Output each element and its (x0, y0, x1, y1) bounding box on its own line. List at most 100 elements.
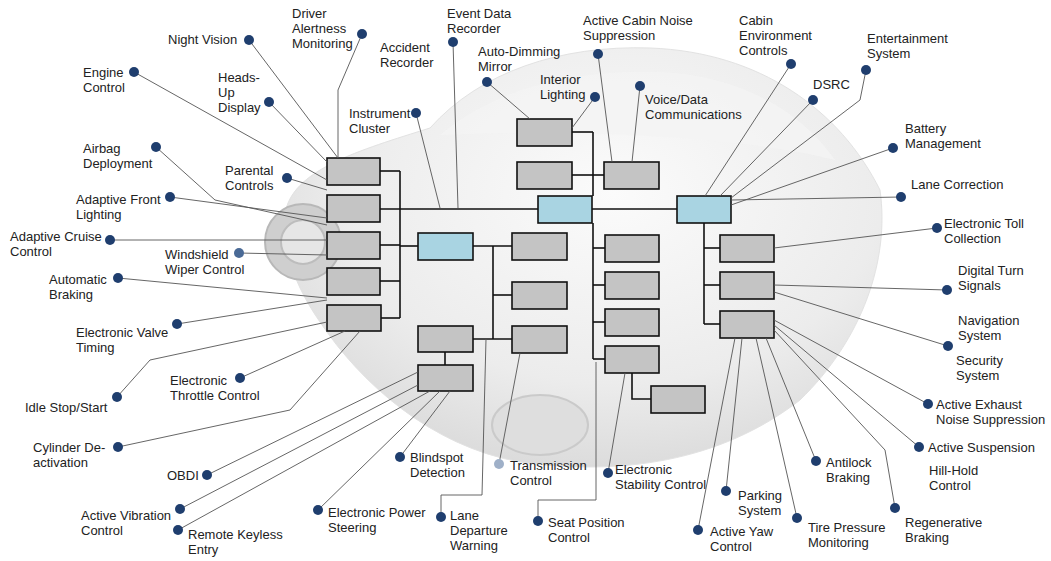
callout-label: Cabin Environment Controls (739, 13, 824, 58)
callout-dot (202, 470, 212, 480)
callout-label: OBDI (167, 468, 199, 483)
callout-label: Antilock Braking (826, 455, 886, 485)
callout-dot (129, 67, 139, 77)
ecu-box (327, 158, 380, 185)
callout-dot (234, 248, 244, 258)
car-body (285, 48, 882, 467)
leader-line (774, 320, 928, 404)
callout-dot (151, 142, 161, 152)
front-wheel-hub (281, 220, 325, 264)
ecu-box (327, 268, 380, 295)
callout-dot (721, 486, 731, 496)
callout-dot (436, 512, 446, 522)
callout-label: Active Yaw Control (710, 524, 782, 554)
callout-dot (244, 35, 254, 45)
leader-line (240, 331, 345, 378)
callout-dot (914, 442, 924, 452)
wire (704, 323, 720, 325)
wire (380, 280, 400, 282)
leader-line (110, 240, 327, 241)
wire (593, 247, 605, 249)
callout-label: Blindspot Detection (410, 450, 475, 480)
wire (473, 338, 512, 340)
callout-dot (173, 525, 183, 535)
callout-label: Parental Controls (225, 163, 280, 193)
leader-line (249, 40, 338, 158)
callout-dot (494, 459, 504, 469)
callout-label: Lane Departure Warning (450, 508, 515, 553)
leader-line (487, 82, 530, 119)
wire (592, 223, 594, 359)
callout-dot (411, 108, 421, 118)
wire (492, 246, 494, 339)
callout-label: Idle Stop/Start (25, 400, 107, 415)
wire (703, 223, 705, 324)
ecu-box (517, 162, 572, 189)
leader-line (180, 385, 418, 509)
leader-line (156, 147, 327, 225)
callout-dot (890, 503, 900, 513)
callout-label: Remote Keyless Entry (188, 527, 293, 557)
car-glass (440, 72, 835, 160)
leader-line (774, 285, 947, 290)
wire (593, 358, 605, 360)
ecu-box (720, 272, 774, 299)
callout-label: Active Cabin Noise Suppression (583, 13, 698, 43)
wire (380, 208, 538, 210)
wire (704, 284, 720, 286)
wire (704, 247, 720, 249)
wire (380, 244, 400, 246)
ecu-box (512, 233, 567, 260)
ecu-box (651, 386, 705, 413)
callout-dot (264, 97, 274, 107)
ecu-box (720, 311, 774, 338)
leader-line (774, 330, 895, 508)
leader-line (774, 325, 919, 447)
callout-label: Tire Pressure Monitoring (808, 520, 893, 550)
callout-dot (533, 516, 543, 526)
callout-label: Night Vision (168, 32, 237, 47)
callout-dot (888, 143, 898, 153)
callout-dot (932, 223, 942, 233)
callout-dot (811, 456, 821, 466)
callout-label: Security System (956, 353, 1016, 383)
callout-label: Voice/Data Communications (645, 92, 745, 122)
gateway-box (677, 196, 731, 223)
callout-label: Accident Recorder (380, 40, 440, 70)
wire (572, 131, 593, 133)
ecu-box (418, 365, 473, 391)
leader-line (400, 391, 450, 457)
ecu-boxes (327, 119, 774, 413)
callout-dot (482, 77, 492, 87)
callout-label: Automatic Braking (49, 272, 114, 302)
callout-dot (923, 399, 933, 409)
callout-label: Active Exhaust Noise Suppression (936, 397, 1046, 427)
callout-label: Digital Turn Signals (958, 263, 1038, 293)
callout-dot (593, 49, 603, 59)
callout-dot (175, 504, 185, 514)
callout-dot (693, 525, 703, 535)
wire (632, 373, 651, 399)
callout-label: Lane Correction (911, 177, 1004, 192)
leader-line (416, 113, 440, 208)
leader-line (239, 253, 327, 255)
ecu-box (604, 162, 659, 189)
leader-lines (110, 34, 948, 530)
wire (381, 317, 400, 319)
callout-dot (943, 341, 953, 351)
gateway-box (418, 233, 473, 260)
callout-dot (603, 468, 613, 478)
wire (593, 284, 605, 286)
callout-dot (282, 173, 292, 183)
callout-label: Navigation System (958, 313, 1033, 343)
leader-line (598, 54, 612, 162)
ecu-box (517, 119, 572, 146)
leader-line (269, 102, 327, 162)
ecu-box (327, 195, 380, 222)
leader-line (118, 331, 360, 447)
leader-line (774, 228, 937, 248)
callout-label: Electronic Throttle Control (170, 373, 270, 403)
callout-label: Active Vibration Control (81, 508, 176, 538)
callout-label: Driver Alertness Monitoring (292, 6, 362, 51)
ecu-box (512, 326, 567, 353)
